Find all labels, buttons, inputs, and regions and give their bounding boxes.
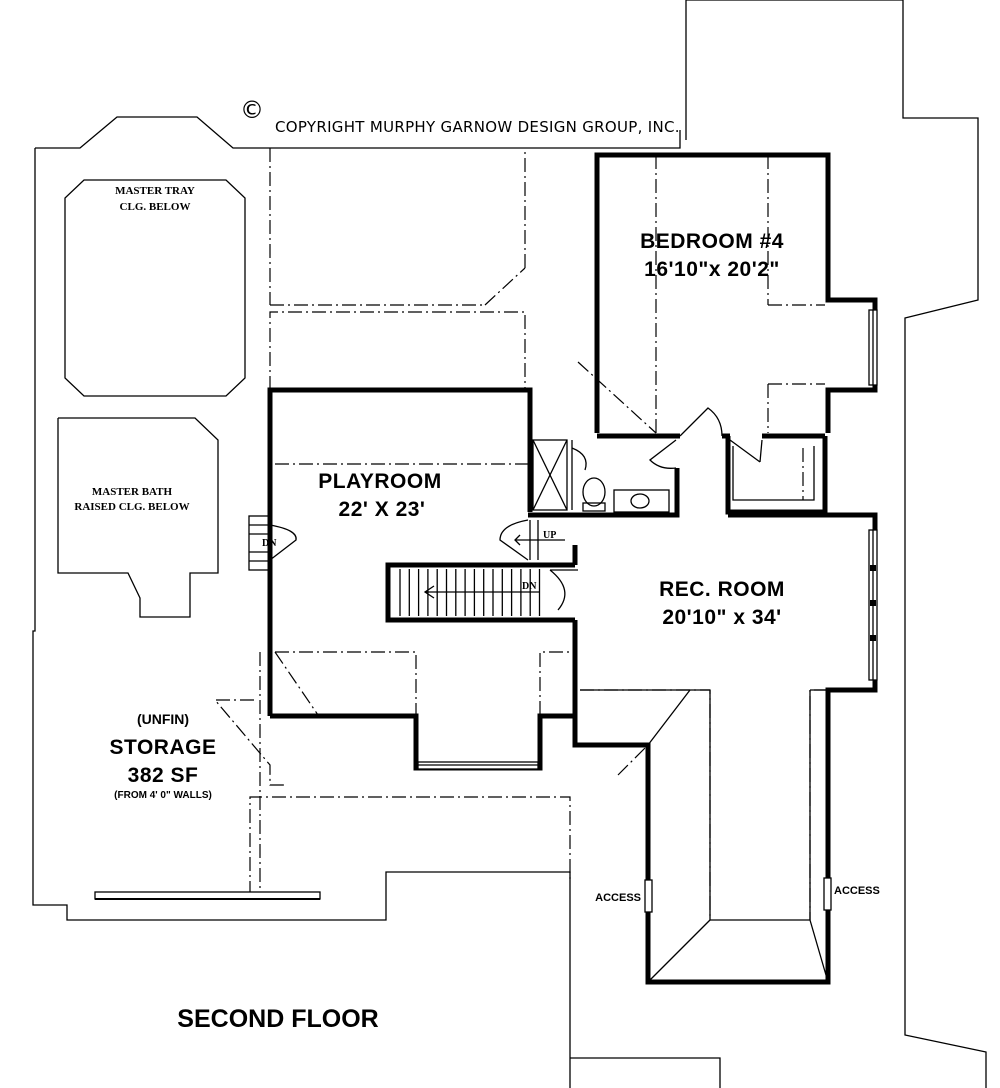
storage-name: STORAGE: [110, 736, 217, 759]
rec-room-size: 20'10" x 34': [662, 606, 781, 629]
playroom-walls: [270, 545, 578, 771]
storage-area: 382 SF: [128, 764, 199, 787]
playroom-name: PLAYROOM: [318, 470, 441, 493]
bedroom4-walls: [594, 152, 878, 439]
access-left-opening: [644, 879, 653, 913]
stair-dn-main: DN: [522, 581, 537, 592]
bedroom4-size: 16'10"x 20'2": [644, 258, 780, 281]
rec-room-name: REC. ROOM: [659, 578, 785, 601]
up-stair: [499, 519, 565, 561]
copyright-text: COPYRIGHT MURPHY GARNOW DESIGN GROUP, IN…: [275, 118, 680, 136]
master-tray-label-2: CLG. BELOW: [120, 201, 191, 213]
stair-up: UP: [543, 530, 556, 541]
copyright-symbol: ©: [240, 96, 264, 124]
playroom-size: 22' X 23': [339, 498, 426, 521]
floor-title: SECOND FLOOR: [177, 1005, 378, 1033]
storage-note: (FROM 4' 0" WALLS): [114, 790, 212, 801]
stair-dn-left: DN: [262, 538, 277, 549]
master-tray-label-1: MASTER TRAY: [115, 185, 195, 197]
master-bath-label-1: MASTER BATH: [92, 486, 173, 498]
bath: [267, 387, 680, 716]
access-right-opening: [823, 877, 832, 911]
roof-outline: [32, 0, 987, 1088]
storage-window: [94, 891, 321, 900]
master-bath-outline: [57, 417, 219, 618]
bedroom4-name: BEDROOM #4: [640, 230, 784, 253]
storage-prefix: (UNFIN): [137, 711, 189, 727]
closet: [725, 436, 828, 515]
access-left-label: ACCESS: [595, 892, 641, 904]
master-tray-outline: [64, 179, 246, 397]
left-stair: [248, 515, 297, 571]
access-right-label: ACCESS: [834, 885, 880, 897]
hip-lines: [580, 689, 829, 983]
bedroom-door: [679, 407, 723, 437]
master-bath-label-2: RAISED CLG. BELOW: [74, 501, 189, 513]
